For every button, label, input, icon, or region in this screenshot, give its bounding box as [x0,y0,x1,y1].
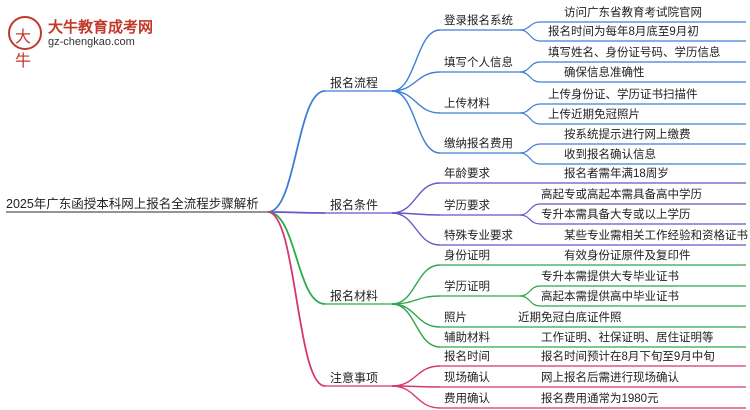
connector-line [391,182,441,214]
connector-line [267,211,326,214]
leaf-topic: 确保信息准确性 [564,67,645,79]
connector-line [391,29,441,92]
branch-label: 注意事项 [330,371,379,385]
connector-line [391,365,441,387]
leaf-topic: 上传近期免冠照片 [548,109,640,121]
connector-line [519,203,541,216]
leaf-topic: 某些专业需相关工作经验和资格证书 [564,230,748,242]
sub-topic: 报名时间 [444,351,490,363]
site-logo: 大牛 大牛教育成考网 gz-chengkao.com [8,14,178,70]
connector-line [391,385,441,409]
leaf-topic: 有效身份证原件及复印件 [564,250,691,262]
leaf-topic: 报名费用通常为1980元 [541,393,659,405]
sub-topic: 填写个人信息 [444,57,513,69]
leaf-topic: 按系统提示进行网上缴费 [564,129,691,141]
leaf-topic: 访问广东省教育考试院官网 [564,7,702,19]
connector-line [519,21,541,31]
sub-topic: 照片 [444,312,467,324]
branch-label: 报名条件 [330,198,379,212]
connector-line [519,285,541,297]
leaf-topic: 上传身份证、学历证书扫描件 [548,89,698,101]
connector-line [519,112,541,125]
leaf-topic: 专升本需具备大专或以上学历 [541,209,691,221]
leaf-topic: 报名者需年满18周岁 [564,168,669,180]
connector-line [391,303,441,348]
sub-topic: 学历要求 [444,200,490,212]
connector-line [519,214,541,225]
connector-line [519,152,541,165]
connector-line [391,303,441,328]
branch-label: 报名材料 [330,289,379,303]
sub-topic: 登录报名系统 [444,15,513,27]
connector-line [391,264,441,305]
connector-line [391,71,441,92]
leaf-topic: 报名时间预计在8月下旬至9月中旬 [541,351,715,363]
logo-site-url: gz-chengkao.com [48,36,135,48]
connector-line [391,90,441,114]
leaf-topic: 收到报名确认信息 [564,149,656,161]
leaf-topic: 填写姓名、身份证号码、学历信息 [548,47,721,59]
root-topic: 2025年广东函授本科网上报名全流程步骤解析 [6,197,259,211]
connector-line [267,211,326,305]
sub-topic: 现场确认 [444,372,490,384]
branch-label: 报名流程 [330,76,379,90]
sub-topic: 辅助材料 [444,332,490,344]
connector-line [391,90,441,154]
connector-line [519,61,541,73]
sub-topic: 缴纳报名费用 [444,138,513,150]
connector-line [519,143,541,154]
connector-line [519,295,541,307]
leaf-topic: 专升本需提供大专毕业证书 [541,271,679,283]
connector-line [267,211,326,387]
logo-mark-text: 大牛 [15,27,32,70]
sub-topic: 学历证明 [444,281,490,293]
connector-line [519,103,541,114]
leaf-topic: 网上报名后需进行现场确认 [541,372,679,384]
connector-line [267,90,326,213]
leaf-topic: 工作证明、社保证明、居住证明等 [541,332,714,344]
leaf-topic: 高起本需提供高中毕业证书 [541,291,679,303]
sub-topic: 特殊专业要求 [444,230,513,242]
logo-site-name: 大牛教育成考网 [48,19,154,36]
leaf-topic: 近期免冠白底证件照 [518,312,622,324]
connector-line [519,71,541,83]
logo-mark-icon: 大牛 [8,16,42,70]
sub-topic: 年龄要求 [444,168,490,180]
sub-topic: 身份证明 [444,250,490,262]
connector-line [391,212,441,246]
sub-topic: 上传材料 [444,98,490,110]
connector-line [519,29,541,42]
leaf-topic: 高起专或高起本需具备高中学历 [541,189,702,201]
sub-topic: 费用确认 [444,393,490,405]
leaf-topic: 报名时间为每年8月底至9月初 [548,26,699,38]
